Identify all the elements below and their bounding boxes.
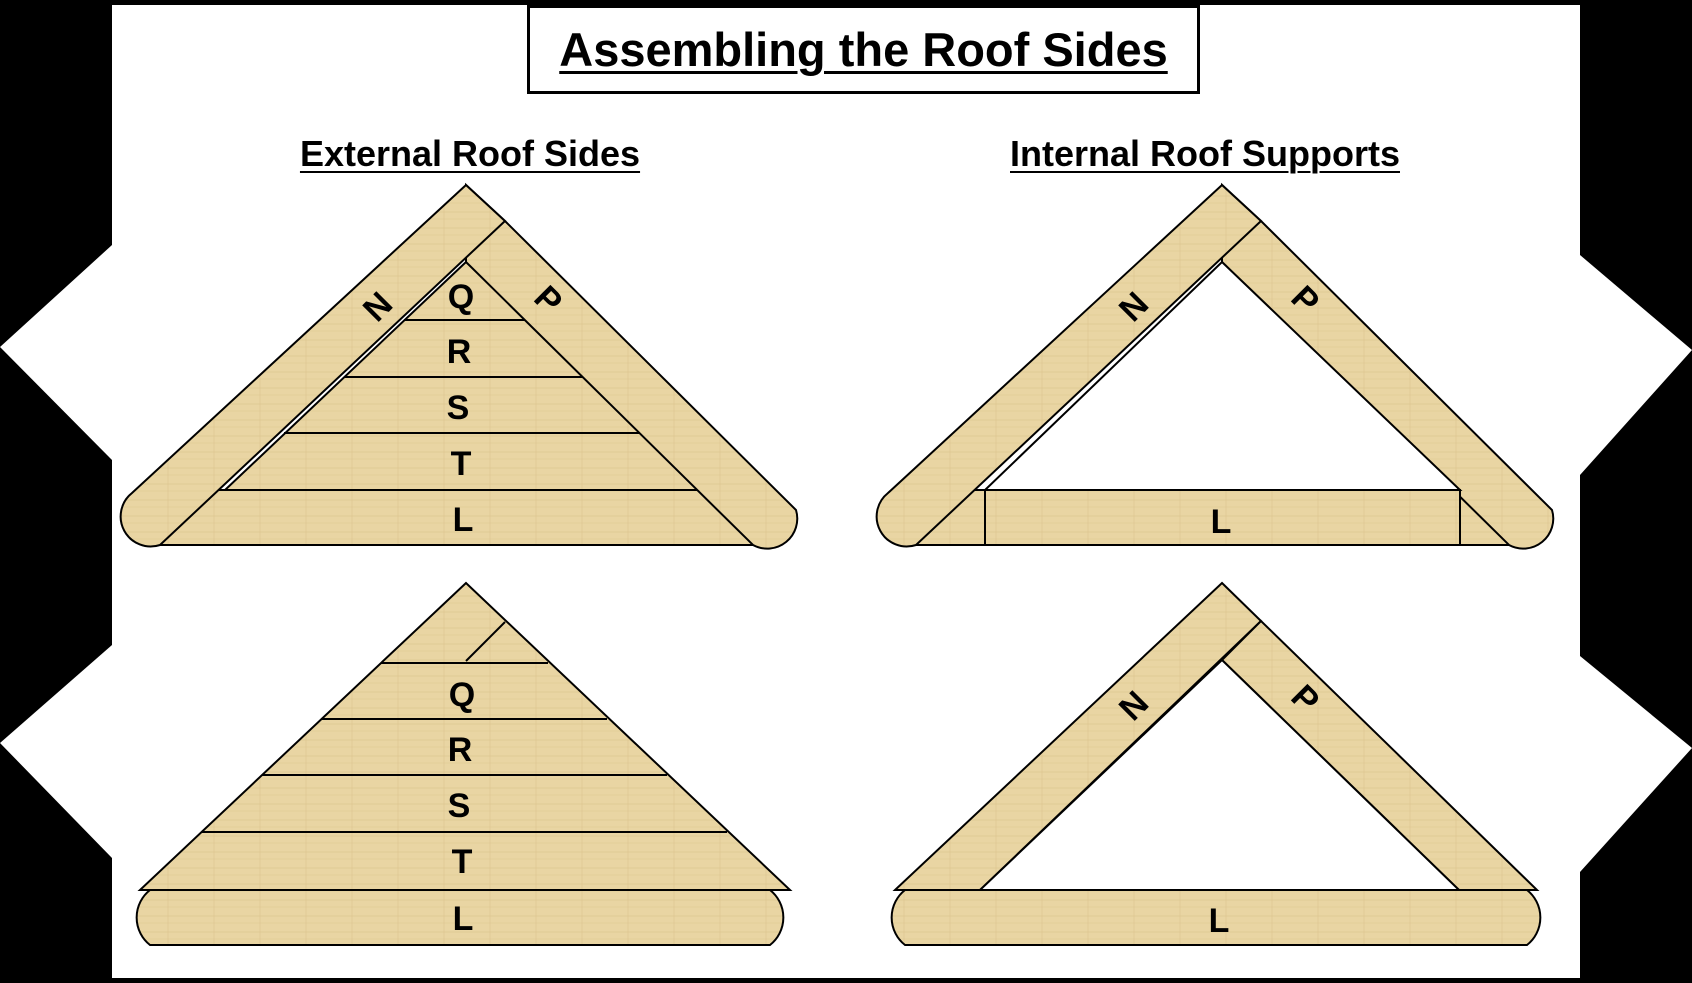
heading-external-roof-sides: External Roof Sides [299, 133, 641, 174]
label-s: S [448, 787, 471, 825]
stick-p [465, 182, 799, 550]
internal-roof-support-bottom: L N P [890, 581, 1542, 946]
label-l: L [1209, 902, 1230, 940]
heading-internal-roof-supports: Internal Roof Supports [1010, 133, 1400, 174]
stick-l-visible [984, 489, 1461, 546]
external-roof-side-bottom: Q R S T L [135, 581, 793, 946]
stick-l [135, 889, 785, 946]
notch-left-bottom [0, 645, 112, 858]
notch-right-bottom [1580, 656, 1692, 872]
label-t: T [452, 843, 473, 881]
external-roof-side-top: Q R S T L N P [119, 182, 799, 550]
label-q: Q [449, 676, 475, 714]
page-title: Assembling the Roof Sides [559, 23, 1168, 76]
label-l: L [453, 900, 474, 938]
label-t: T [451, 445, 472, 483]
notch-right-top [1580, 255, 1692, 475]
stick-p [1221, 182, 1555, 550]
plank-seam [465, 621, 506, 662]
label-r: R [447, 333, 472, 371]
stick-n [875, 183, 1263, 548]
label-r: R [448, 731, 473, 769]
stick-l [890, 889, 1542, 946]
internal-roof-support-top: L N P [875, 182, 1555, 550]
title-box: Assembling the Roof Sides [527, 5, 1200, 94]
label-l: L [1211, 503, 1232, 541]
label-s: S [447, 389, 470, 427]
label-q: Q [448, 278, 474, 316]
stick-n [119, 183, 507, 548]
label-l: L [453, 501, 474, 539]
notch-left-top [0, 245, 112, 460]
